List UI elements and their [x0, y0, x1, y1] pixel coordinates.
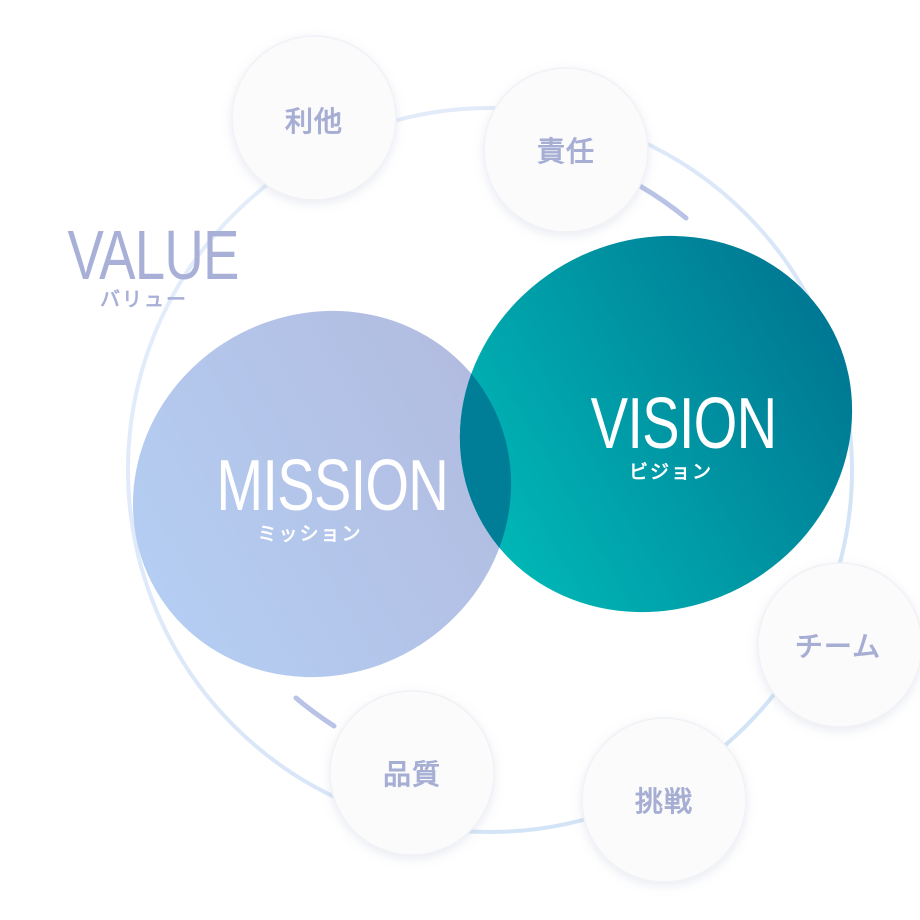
value-node-label-altruism: 利他 [284, 105, 344, 138]
mission-title: MISSION [216, 446, 449, 526]
ring-accent-top [637, 183, 689, 221]
vision-ellipse [459, 235, 853, 613]
vision-label: VISION ビジョン [568, 384, 777, 484]
value-node-team [757, 562, 920, 728]
value-node-challenge [581, 717, 747, 883]
mission-ellipse [132, 310, 512, 678]
mission-label: MISSION ミッション [190, 446, 449, 546]
value-label: VALUE バリュー [46, 218, 242, 312]
value-node-label-quality: 品質 [382, 758, 442, 791]
vision-title: VISION [590, 384, 777, 464]
value-ring [126, 106, 854, 834]
value-kana: バリュー [100, 287, 188, 311]
value-nodes [231, 35, 920, 883]
value-node-label-challenge: 挑戦 [634, 785, 694, 818]
value-node-label-team: チーム [794, 630, 882, 663]
value-node-altruism [231, 35, 397, 201]
value-title: VALUE [67, 216, 240, 294]
value-node-label-responsibility: 責任 [536, 135, 596, 168]
ring-accent-bottom [293, 695, 337, 729]
mission-kana: ミッション [257, 523, 363, 545]
vision-kana: ビジョン [628, 461, 713, 483]
value-node-quality [329, 690, 495, 856]
value-node-responsibility [483, 67, 649, 233]
